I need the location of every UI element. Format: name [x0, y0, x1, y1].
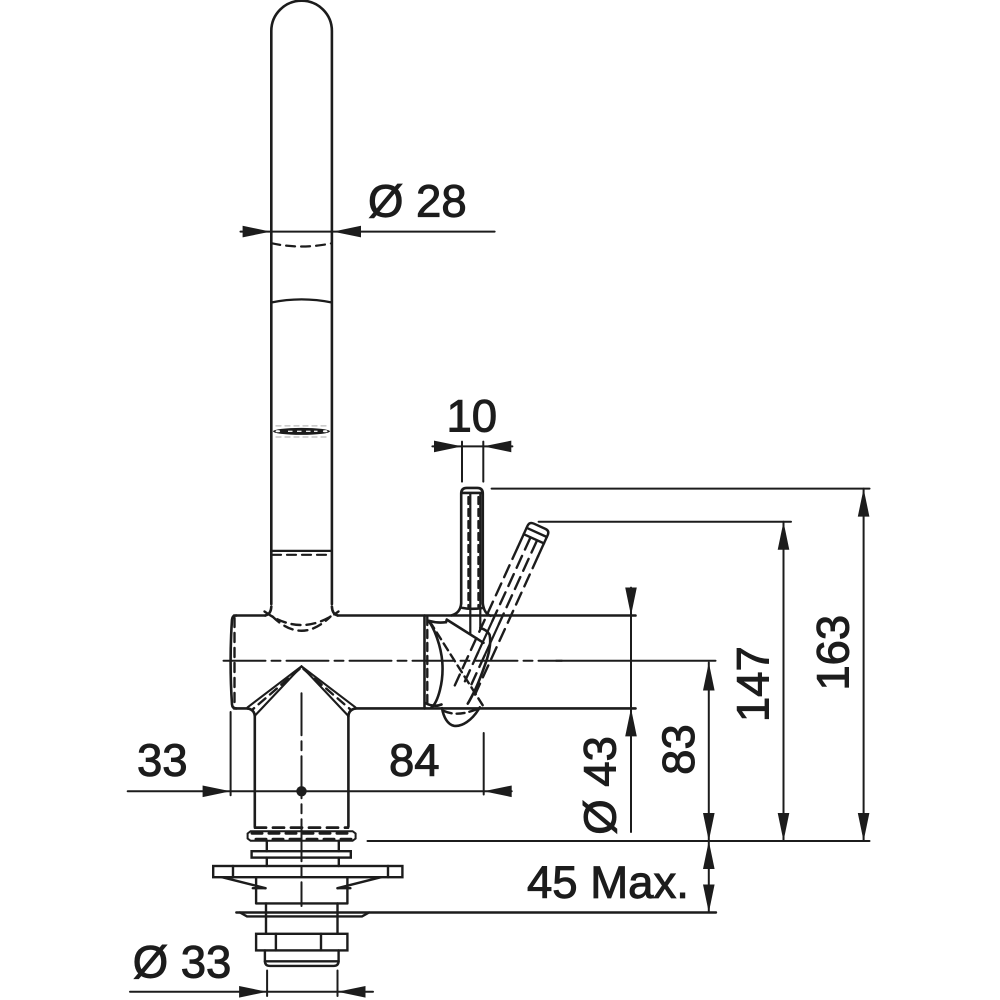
svg-text:84: 84 — [389, 735, 440, 786]
svg-text:10: 10 — [446, 391, 497, 442]
svg-text:33: 33 — [137, 735, 188, 786]
svg-text:Ø 43: Ø 43 — [574, 736, 625, 835]
svg-text:Ø 28: Ø 28 — [368, 176, 467, 227]
svg-text:83: 83 — [653, 724, 704, 775]
svg-text:163: 163 — [808, 615, 859, 691]
svg-text:Ø 33: Ø 33 — [133, 937, 232, 988]
svg-text:147: 147 — [728, 646, 779, 722]
svg-text:45 Max.: 45 Max. — [527, 857, 689, 908]
